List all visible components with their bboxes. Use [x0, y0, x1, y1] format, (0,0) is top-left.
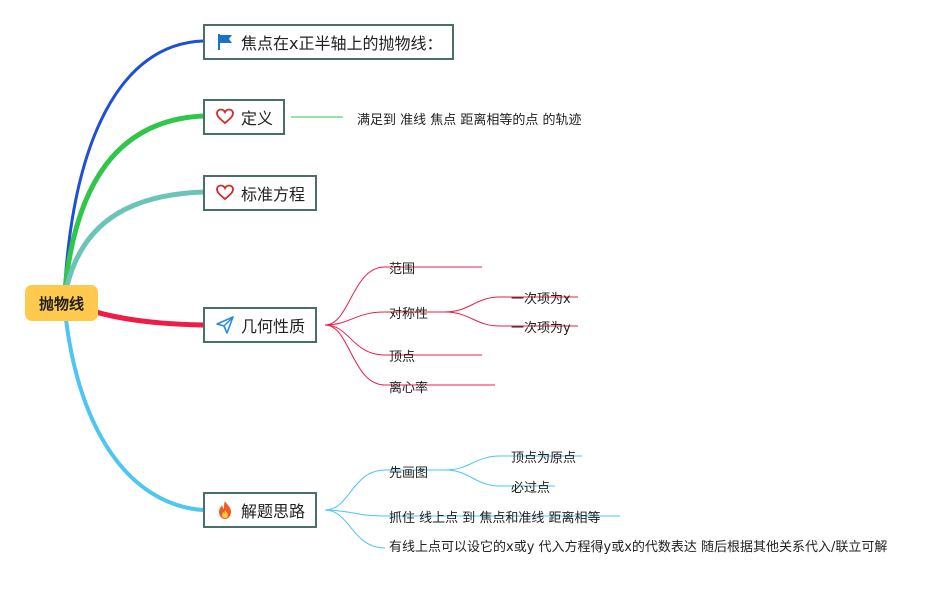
geo-sym-y-text: 一次项为y	[511, 320, 571, 336]
branch-define-label: 定义	[241, 109, 274, 128]
root-label: 抛物线	[39, 294, 85, 313]
geo-symmetry[interactable]: 对称性	[389, 302, 428, 322]
geo-eccentricity-text: 离心率	[389, 380, 429, 396]
geo-range[interactable]: 范围	[389, 257, 415, 277]
solve-line-grasp	[324, 509, 620, 517]
branch-geometry[interactable]: 几何性质	[203, 307, 318, 343]
solve-grasp-text: 抓住 线上点 到 焦点和准线 距离相等	[389, 510, 601, 526]
geo-range-text: 范围	[389, 261, 416, 277]
branch-define[interactable]: 定义	[203, 99, 286, 135]
branch-solve-label: 解题思路	[241, 502, 306, 521]
branch-line-solve	[62, 299, 204, 512]
solve-line-draw-b	[444, 469, 555, 487]
geo-vertex-text: 顶点	[389, 349, 416, 365]
flag-icon	[215, 32, 235, 52]
geo-line-sym-y	[444, 311, 578, 327]
branch-standard-label: 标准方程	[241, 185, 306, 204]
geo-vertex[interactable]: 顶点	[389, 345, 415, 365]
geo-sym-x[interactable]: 一次项为x	[511, 287, 571, 307]
geo-line-sym-x	[444, 296, 578, 313]
solve-draw-text: 先画图	[389, 465, 429, 481]
define-detail-text: 满足到 准线 焦点 距离相等的点 的轨迹	[357, 112, 582, 128]
geo-line-vertex	[324, 324, 482, 356]
solve-line-draw-a	[444, 455, 582, 471]
solve-line-draw	[324, 469, 445, 511]
solve-draw-a-text: 顶点为原点	[511, 450, 577, 466]
branch-geometry-label: 几何性质	[241, 317, 306, 336]
paper-plane-icon	[215, 315, 235, 335]
branch-line-define	[61, 113, 204, 301]
geo-line-range	[324, 266, 482, 326]
define-detail[interactable]: 满足到 准线 焦点 距离相等的点 的轨迹	[357, 108, 582, 128]
solve-method-text: 有线上点可以设它的x或y 代入方程得y或x的代数表达 随后根据其他关系代入/联立…	[389, 540, 888, 555]
solve-draw-b[interactable]: 必过点	[511, 476, 550, 496]
branch-line-focus	[62, 39, 204, 301]
geo-line-symmetry	[324, 311, 445, 326]
solve-method[interactable]: 有线上点可以设它的x或y 代入方程得y或x的代数表达 随后根据其他关系代入/联立…	[389, 538, 889, 558]
branch-line-standard	[61, 189, 204, 301]
flame-icon	[215, 500, 235, 520]
solve-draw-b-text: 必过点	[511, 480, 551, 496]
branch-solve[interactable]: 解题思路	[203, 492, 318, 528]
geo-line-eccentricity	[324, 324, 495, 386]
branch-focus[interactable]: 焦点在x正半轴上的抛物线：	[203, 24, 455, 60]
geo-sym-y[interactable]: 一次项为y	[511, 316, 571, 336]
heart-icon	[215, 107, 235, 127]
geo-sym-x-text: 一次项为x	[511, 291, 571, 307]
geo-eccentricity[interactable]: 离心率	[389, 376, 428, 396]
root-node[interactable]: 抛物线	[25, 285, 99, 321]
geo-symmetry-text: 对称性	[389, 306, 429, 322]
solve-line-method	[324, 509, 386, 549]
solve-draw[interactable]: 先画图	[389, 461, 428, 481]
solve-draw-a[interactable]: 顶点为原点	[511, 446, 576, 466]
branch-standard[interactable]: 标准方程	[203, 175, 318, 211]
branch-focus-label: 焦点在x正半轴上的抛物线：	[241, 34, 443, 53]
solve-grasp[interactable]: 抓住 线上点 到 焦点和准线 距离相等	[389, 506, 601, 526]
heart-icon	[215, 183, 235, 203]
